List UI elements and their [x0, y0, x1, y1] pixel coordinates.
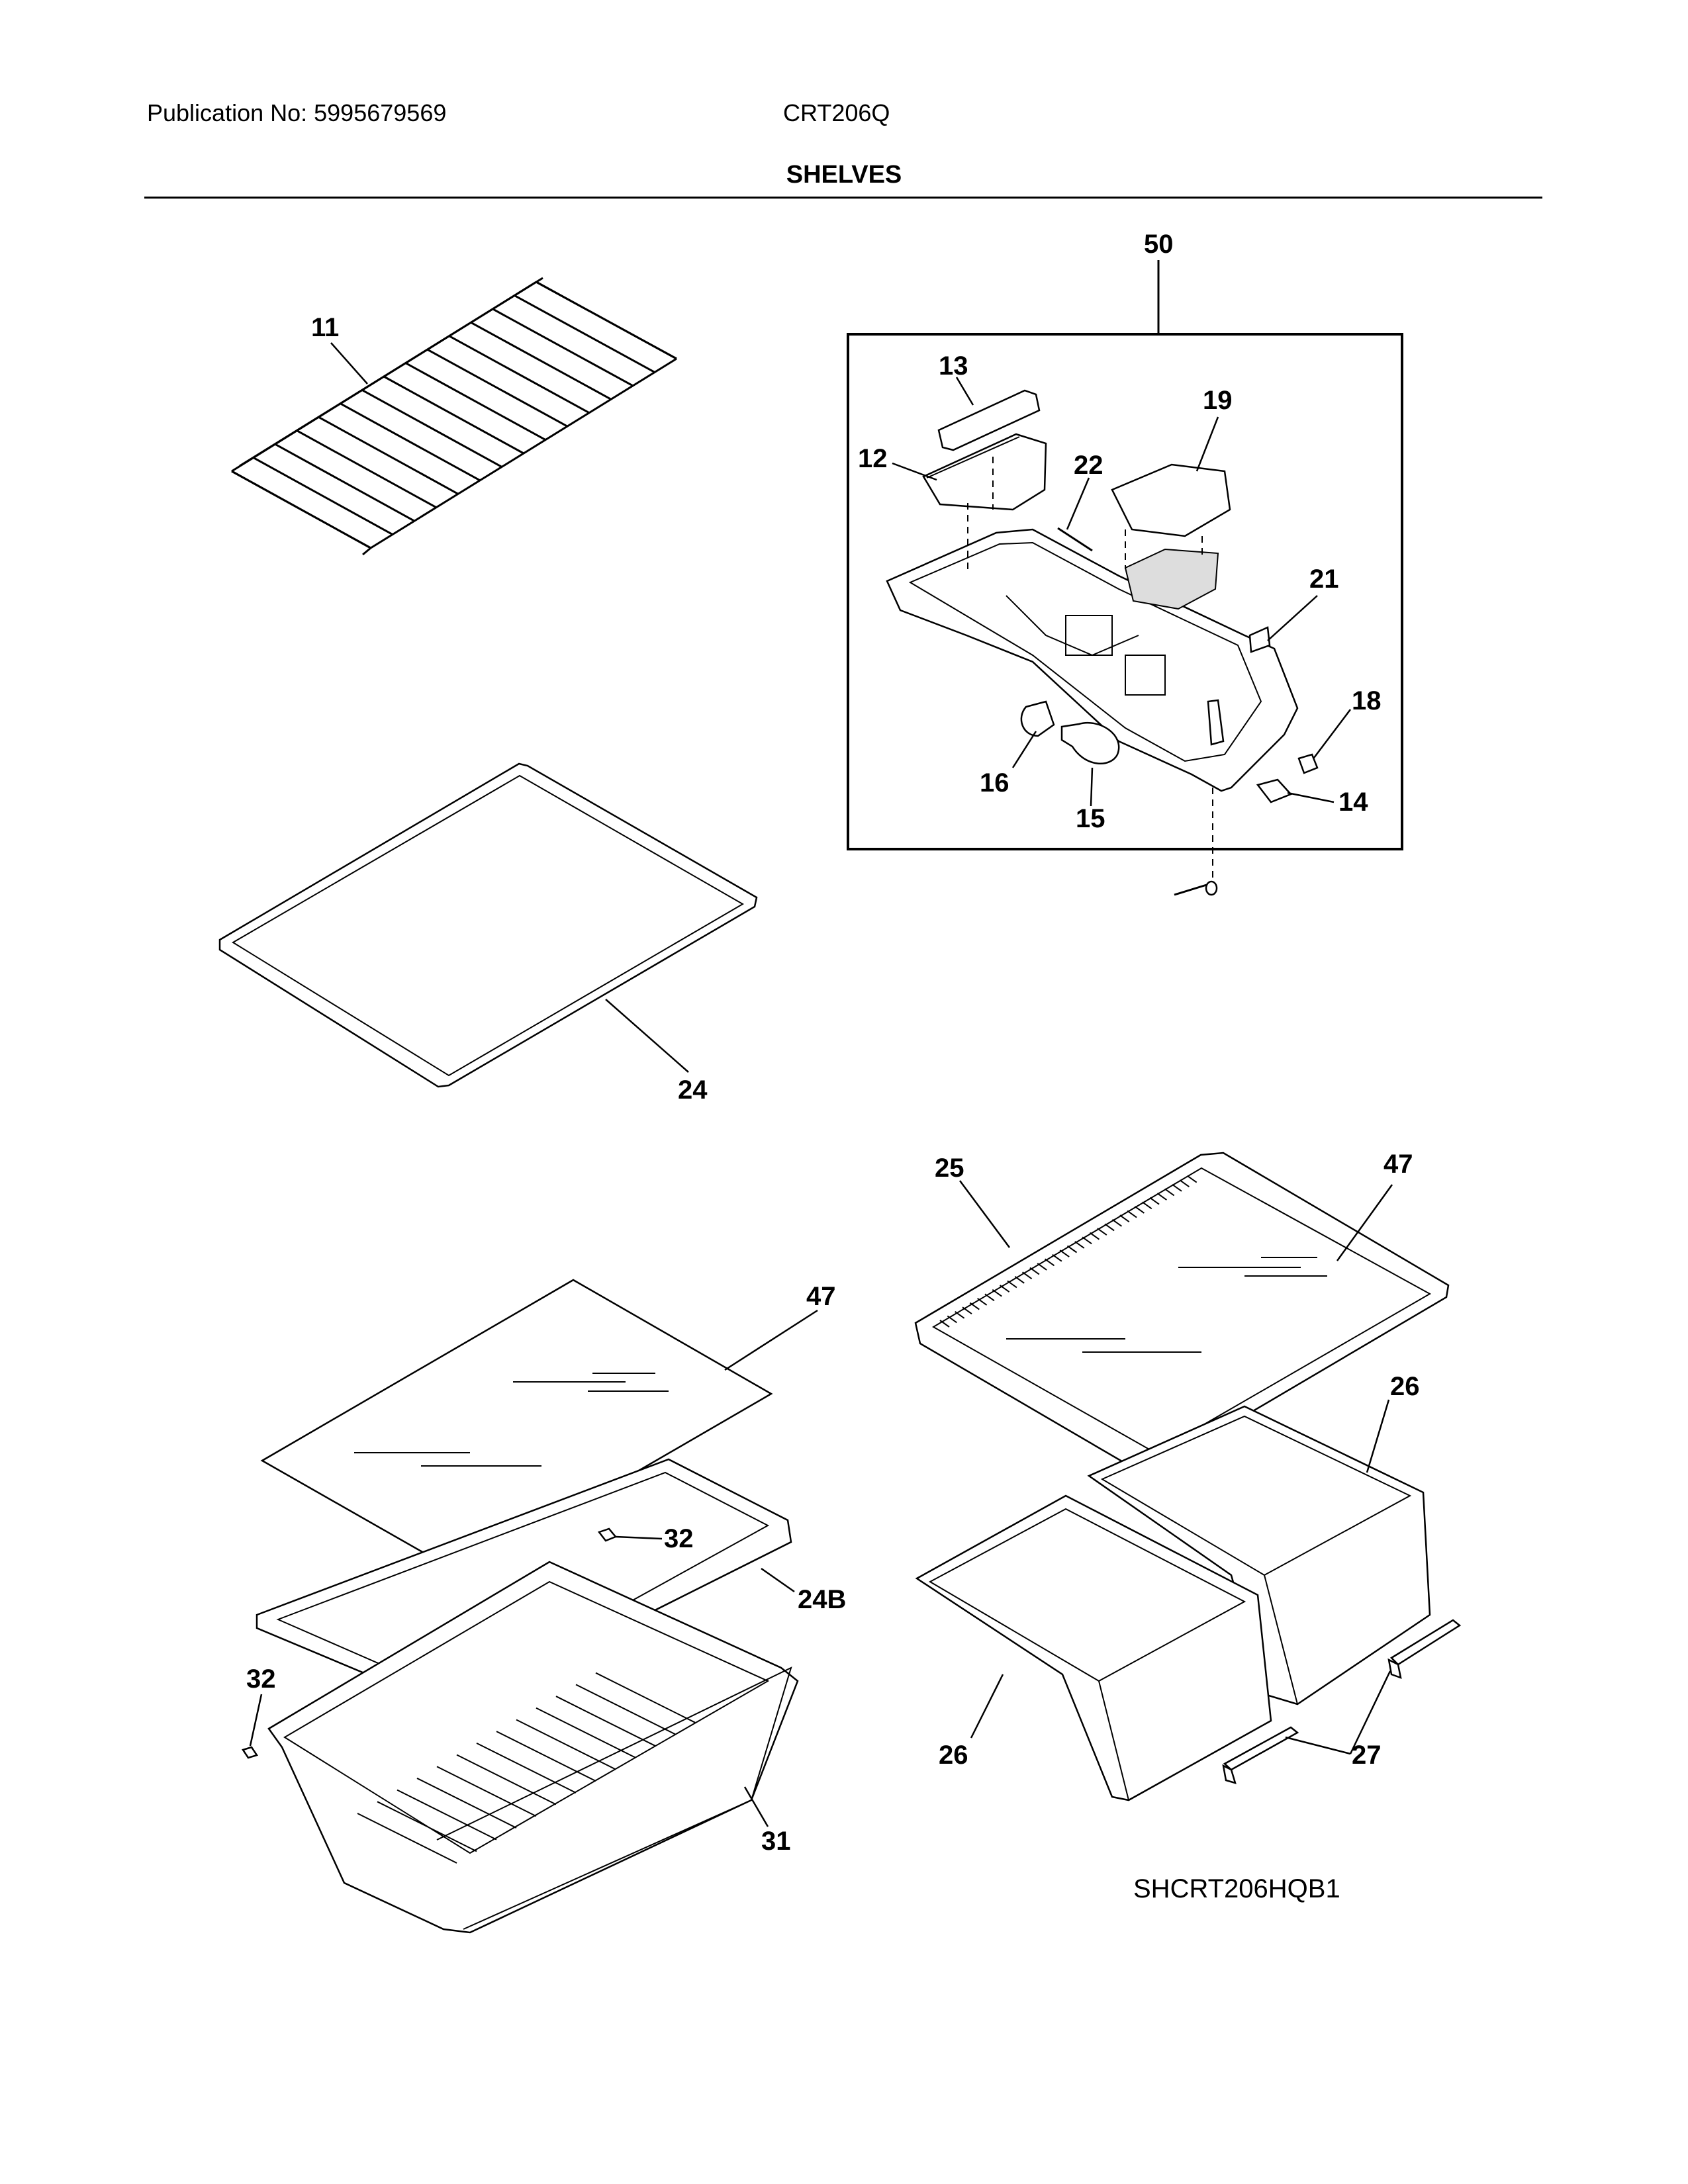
callout-18: 18 [1352, 686, 1382, 715]
crisper-drawer-part-26-front [915, 1494, 1272, 1801]
callout-11: 11 [311, 313, 339, 342]
glass-panel-part-47-left [260, 1279, 773, 1575]
callout-25: 25 [935, 1154, 964, 1183]
callout-22: 22 [1074, 451, 1103, 480]
callout-26-front: 26 [939, 1741, 968, 1770]
callout-13: 13 [939, 351, 968, 381]
clip-part-32-lower [242, 1746, 258, 1759]
callout-21: 21 [1309, 565, 1339, 594]
crisper-drawer-part-31 [267, 1561, 799, 1934]
crisper-cover-part-25 [914, 1152, 1450, 1469]
drawer-slides-part-27 [1222, 1619, 1462, 1784]
callout-32-lower: 32 [246, 1664, 276, 1694]
page-title: SHELVES [786, 161, 902, 189]
light-housing-assembly [886, 389, 1319, 896]
callout-50: 50 [1144, 230, 1174, 259]
assembly-box-part-50 [847, 333, 1403, 850]
callout-14: 14 [1338, 788, 1368, 817]
callout-19: 19 [1203, 386, 1233, 415]
diagram-code: SHCRT206HQB1 [1133, 1874, 1340, 1903]
model-number: CRT206Q [783, 99, 890, 126]
callout-16: 16 [980, 768, 1009, 797]
callout-12: 12 [858, 444, 888, 473]
glass-shelf-part-24 [218, 762, 758, 1088]
callout-27: 27 [1352, 1741, 1382, 1770]
callout-32-upper: 32 [664, 1524, 694, 1553]
publication-number: Publication No: 5995679569 [147, 99, 447, 126]
callout-31: 31 [761, 1827, 791, 1856]
header-rule [144, 197, 1542, 199]
callout-26-back: 26 [1390, 1372, 1420, 1401]
callout-15: 15 [1076, 804, 1105, 833]
callout-24: 24 [678, 1075, 708, 1105]
callout-24b: 24B [798, 1585, 846, 1614]
callout-47-right: 47 [1383, 1150, 1413, 1179]
leader-lines [249, 342, 1393, 1827]
wire-shelf-part-11 [231, 277, 677, 556]
callout-47-left: 47 [806, 1282, 836, 1311]
